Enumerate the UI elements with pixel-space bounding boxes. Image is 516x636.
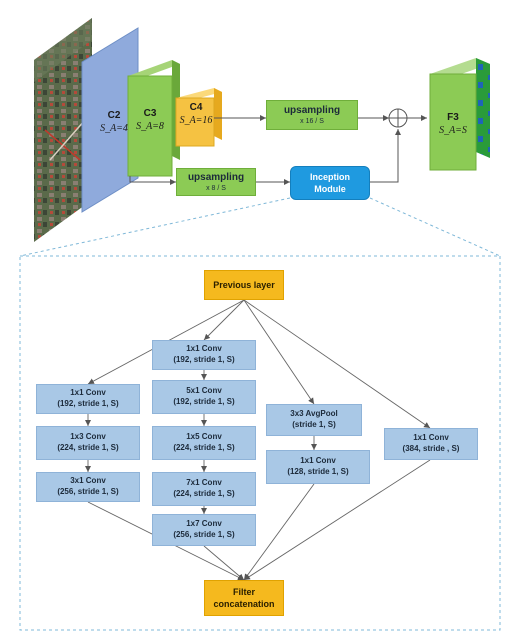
node-op: 1x1 Conv	[413, 433, 449, 443]
upsampling-top-box: upsampling x 16 / S	[266, 100, 358, 130]
node-op: 3x3 AvgPool	[290, 409, 338, 419]
upsampling-bottom-factor: x 8 / S	[206, 185, 226, 193]
node-op: 7x1 Conv	[186, 478, 222, 488]
previous-layer-box: Previous layer	[204, 270, 284, 300]
node-params: (192, stride 1, S)	[57, 399, 119, 408]
node-op: 5x1 Conv	[186, 386, 222, 396]
upsampling-top-factor: x 16 / S	[300, 118, 324, 126]
node-params: (224, stride 1, S)	[173, 489, 235, 498]
sum-node	[388, 108, 408, 128]
branch2-node-3: 1x5 Conv (224, stride 1, S)	[152, 426, 256, 460]
branch3-node-2: 1x1 Conv (128, stride 1, S)	[266, 450, 370, 484]
branch1-node-3: 3x1 Conv (256, stride 1, S)	[36, 472, 140, 502]
branch4-node-1: 1x1 Conv (384, stride , S)	[384, 428, 478, 460]
branch1-node-2: 1x3 Conv (224, stride 1, S)	[36, 426, 140, 460]
node-params: (192, stride 1, S)	[173, 397, 235, 406]
inception-detail-frame	[19, 197, 501, 631]
c2-feature-block	[81, 27, 139, 213]
c2-label: C2 S_A=4	[94, 110, 134, 134]
filter-concat-line1: Filter	[232, 586, 255, 597]
c3-name: C3	[143, 108, 157, 119]
filter-concatenation-box: Filter concatenation	[204, 580, 284, 616]
c4-feature-block	[175, 88, 222, 147]
branch2-node-1: 1x1 Conv (192, stride 1, S)	[152, 340, 256, 370]
f3-output-block	[429, 58, 490, 171]
node-params: (224, stride 1, S)	[57, 443, 119, 452]
node-params: (224, stride 1, S)	[173, 443, 235, 452]
c4-name: C4	[189, 102, 203, 113]
filter-concat-line2: concatenation	[213, 599, 275, 609]
inception-connectors	[85, 299, 431, 581]
node-op: 3x1 Conv	[70, 476, 106, 486]
node-params: (256, stride 1, S)	[57, 487, 119, 496]
node-op: 1x5 Conv	[186, 432, 222, 442]
node-params: (stride 1, S)	[292, 420, 336, 429]
node-op: 1x7 Conv	[186, 519, 222, 529]
branch1-node-1: 1x1 Conv (192, stride 1, S)	[36, 384, 140, 414]
c4-label: C4 S_A=16	[176, 102, 216, 126]
c4-scale: S_A=16	[179, 115, 213, 126]
branch2-node-5: 1x7 Conv (256, stride 1, S)	[152, 514, 256, 546]
c3-label: C3 S_A=8	[130, 108, 170, 132]
inception-line1: Inception	[310, 171, 350, 182]
node-params: (128, stride 1, S)	[287, 467, 349, 476]
node-params: (192, stride 1, S)	[173, 355, 235, 364]
node-op: 1x1 Conv	[186, 344, 222, 354]
previous-layer-label: Previous layer	[213, 279, 275, 290]
f3-label: F3 S_A=S	[432, 112, 474, 136]
node-op: 1x1 Conv	[300, 456, 336, 466]
upsampling-bottom-box: upsampling x 8 / S	[176, 168, 256, 196]
upsampling-top-label: upsampling	[283, 104, 341, 116]
node-op: 1x3 Conv	[70, 432, 106, 442]
upsampling-bottom-label: upsampling	[187, 171, 245, 183]
branch2-node-2: 5x1 Conv (192, stride 1, S)	[152, 380, 256, 414]
c2-scale: S_A=4	[100, 123, 128, 134]
branch2-node-4: 7x1 Conv (224, stride 1, S)	[152, 472, 256, 506]
f3-name: F3	[447, 112, 459, 123]
inception-line2: Module	[314, 184, 346, 194]
aerial-input-image	[34, 18, 92, 242]
node-params: (256, stride 1, S)	[173, 530, 235, 539]
node-op: 1x1 Conv	[70, 388, 106, 398]
c2-name: C2	[107, 110, 121, 121]
c3-scale: S_A=8	[136, 121, 164, 132]
top-connectors	[129, 115, 427, 185]
inception-module-box: Inception Module	[290, 166, 370, 200]
f3-scale: S_A=S	[439, 125, 467, 136]
node-params: (384, stride , S)	[402, 444, 460, 453]
branch3-node-1: 3x3 AvgPool (stride 1, S)	[266, 404, 362, 436]
